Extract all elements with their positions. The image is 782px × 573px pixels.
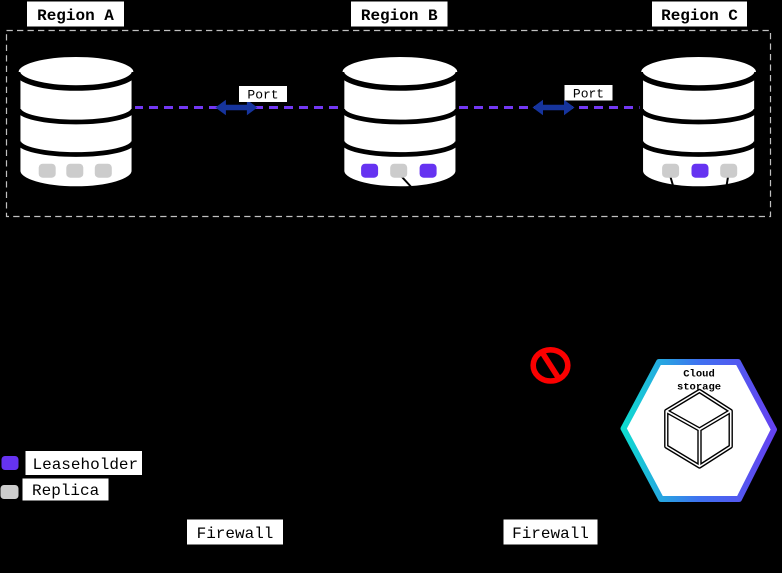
svg-text:Region A: Region A [37,7,114,25]
svg-text:Replica: Replica [32,482,100,500]
svg-text:Port: Port [573,86,604,101]
svg-text:Leaseholder: Leaseholder [33,456,139,474]
svg-text:Firewall: Firewall [197,525,274,543]
svg-text:storage: storage [677,382,721,394]
svg-text:Firewall: Firewall [512,525,589,543]
svg-text:Region C: Region C [661,7,738,25]
svg-text:Region B: Region B [361,7,438,25]
svg-text:Cloud: Cloud [683,369,715,381]
svg-text:Port: Port [247,88,278,103]
